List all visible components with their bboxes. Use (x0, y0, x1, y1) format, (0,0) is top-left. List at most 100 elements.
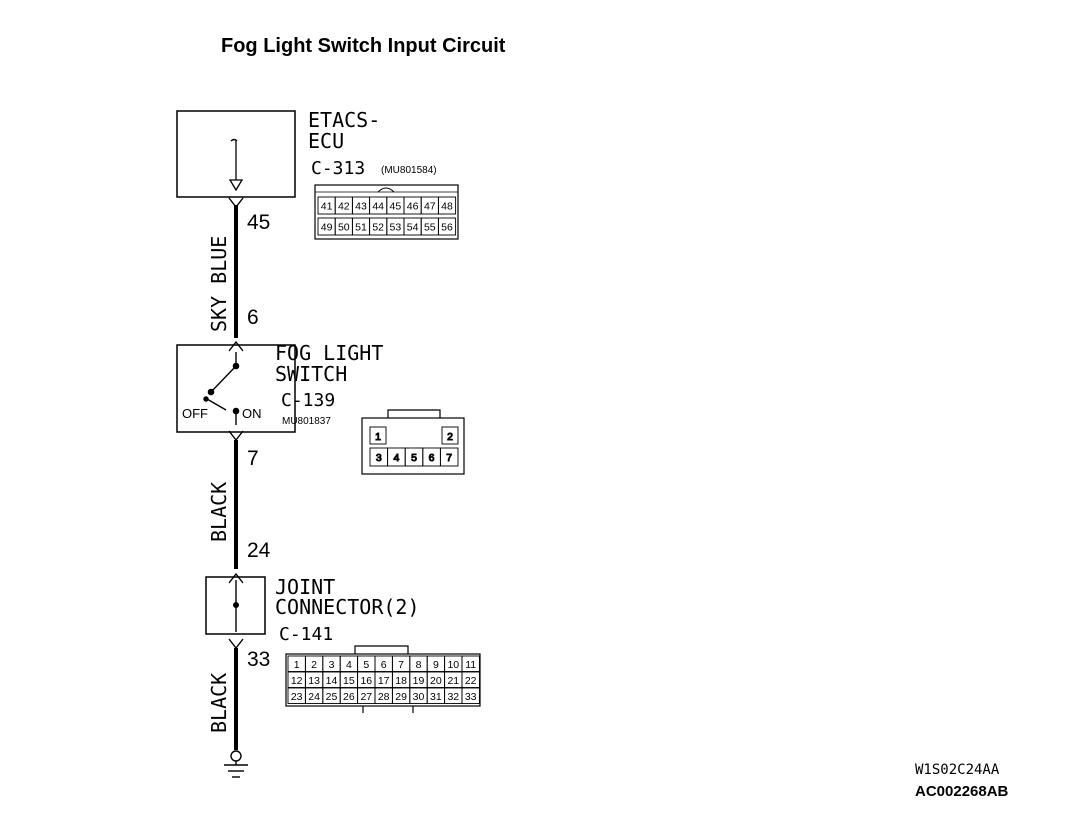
joint-connector-pin-label: 5 (363, 659, 369, 671)
joint-connector-cell (461, 671, 480, 688)
pin-6: 6 (247, 306, 259, 329)
joint-connector-pin-label: 11 (465, 659, 476, 671)
etacs-connector-pin-label: 46 (407, 201, 419, 213)
etacs-connector-cell (437, 217, 457, 236)
fog-switch-part-number: MU801837 (282, 416, 331, 427)
fog-switch-off-label: OFF (182, 406, 208, 421)
fog-switch-connector-pin-label: 3 (376, 452, 382, 464)
fog-switch-connector-id: C-139 (281, 390, 335, 411)
etacs-connector-pin-label: 54 (407, 222, 419, 234)
etacs-connector-pin-label: 48 (441, 201, 453, 213)
joint-connector-pin-label: 17 (378, 675, 390, 687)
etacs-connector-pin-label: 51 (355, 222, 367, 234)
joint-connector-pin-label: 3 (329, 659, 335, 671)
pin-45: 45 (247, 211, 270, 234)
joint-connector-id: C-141 (279, 624, 333, 645)
joint-connector-cell (461, 655, 480, 672)
fog-switch-connector-pin-label: 1 (375, 431, 381, 443)
joint-connector-pin-label: 23 (291, 691, 303, 703)
fog-switch-box (176, 344, 296, 433)
joint-connector-node (233, 602, 239, 608)
joint-connector-pin-label: 27 (360, 691, 372, 703)
fog-switch-symbol (203, 352, 240, 425)
fog-switch-connector-cell (369, 426, 387, 445)
joint-connector-pin-label: 22 (465, 675, 477, 687)
etacs-input-symbol (228, 138, 244, 192)
ref-code-1: W1S02C24AA (915, 762, 1000, 778)
etacs-ecu-box (176, 110, 296, 198)
joint-connector-pin-label: 30 (413, 691, 425, 703)
etacs-connector-pin-label: 55 (424, 222, 436, 234)
etacs-part-number: (MU801584) (381, 165, 437, 176)
wire-black-2-top-terminal (228, 638, 244, 650)
pin-24: 24 (247, 539, 271, 562)
pin-33: 33 (247, 648, 270, 671)
joint-connector-pin-label: 1 (294, 659, 300, 671)
joint-connector-box (205, 576, 266, 635)
joint-connector-pin-label: 9 (433, 659, 439, 671)
joint-connector-pin-label: 25 (326, 691, 338, 703)
diagram-title: Fog Light Switch Input Circuit (221, 35, 506, 57)
etacs-connector-pin-label: 50 (338, 222, 350, 234)
joint-connector-pin-label: 7 (398, 659, 404, 671)
joint-connector-pin-label: 33 (465, 691, 477, 703)
fog-switch-on-label: ON (242, 406, 262, 421)
joint-connector-pin-label: 4 (346, 659, 352, 671)
joint-connector-pin-label: 19 (413, 675, 425, 687)
fog-switch-connector-pin-label: 7 (446, 452, 452, 464)
etacs-connector-pin-label: 43 (355, 201, 367, 213)
joint-name-line1: JOINT (275, 575, 335, 599)
joint-connector-pin-label: 6 (381, 659, 387, 671)
etacs-connector-id: C-313 (311, 158, 365, 179)
joint-connector-pin-label: 24 (308, 691, 320, 703)
fog-switch-name-line1: FOG LIGHT (275, 341, 383, 365)
wire-black-1-label: BLACK (207, 482, 231, 542)
fog-switch-connector-cell (441, 426, 459, 445)
etacs-connector-pin-label: 49 (321, 222, 333, 234)
joint-connector-pin-label: 18 (395, 675, 407, 687)
joint-connector-pin-label: 31 (430, 691, 442, 703)
wire-sky-blue-top-terminal (228, 197, 244, 209)
joint-connector-pin-label: 14 (326, 675, 338, 687)
etacs-connector-pin-label: 47 (424, 201, 436, 213)
wire-black-1-top-terminal (228, 430, 244, 442)
pin-7: 7 (247, 447, 259, 470)
joint-connector-pin-label: 16 (360, 675, 372, 687)
fog-switch-connector-pin-label: 2 (447, 431, 453, 443)
etacs-connector-pin-label: 45 (390, 201, 402, 213)
joint-connector-pin-label: 8 (416, 659, 422, 671)
joint-connector-pin-label: 28 (378, 691, 390, 703)
fog-switch-connector-pin-label: 6 (429, 452, 435, 464)
joint-connector-pin-label: 12 (291, 675, 303, 687)
fog-switch-name-line2: SWITCH (275, 362, 347, 386)
etacs-connector-pin-label: 41 (321, 201, 333, 213)
fog-switch-connector-cell (439, 447, 459, 467)
wire-black-2-label: BLACK (207, 673, 231, 733)
fog-switch-connector-pin-label: 5 (411, 452, 417, 464)
etacs-connector-pin-label: 44 (372, 201, 384, 213)
ground-icon (224, 750, 248, 778)
etacs-name-line2: ECU (308, 129, 344, 153)
etacs-connector-cell (437, 196, 457, 215)
etacs-connector-pin-label: 52 (372, 222, 384, 234)
joint-name-line2: CONNECTOR(2) (275, 595, 420, 619)
joint-connector-pin-label: 15 (343, 675, 355, 687)
joint-connector-cell (461, 687, 480, 704)
joint-connector-pin-label: 32 (447, 691, 459, 703)
fog-switch-connector-pin-label: 4 (393, 452, 399, 464)
joint-connector-pin-label: 10 (447, 659, 459, 671)
joint-connector-pin-label: 29 (395, 691, 407, 703)
joint-connector-pin-label: 2 (311, 659, 317, 671)
etacs-connector-pin-label: 53 (390, 222, 402, 234)
joint-connector-pin-label: 21 (447, 675, 459, 687)
etacs-name-line1: ETACS- (308, 108, 380, 132)
joint-connector-pin-label: 26 (343, 691, 355, 703)
ref-code-2: AC002268AB (915, 783, 1009, 800)
joint-connector-pin-label: 13 (308, 675, 320, 687)
wire-sky-blue-bottom-terminal (228, 340, 244, 352)
wire-black-1-bottom-terminal (228, 572, 244, 584)
